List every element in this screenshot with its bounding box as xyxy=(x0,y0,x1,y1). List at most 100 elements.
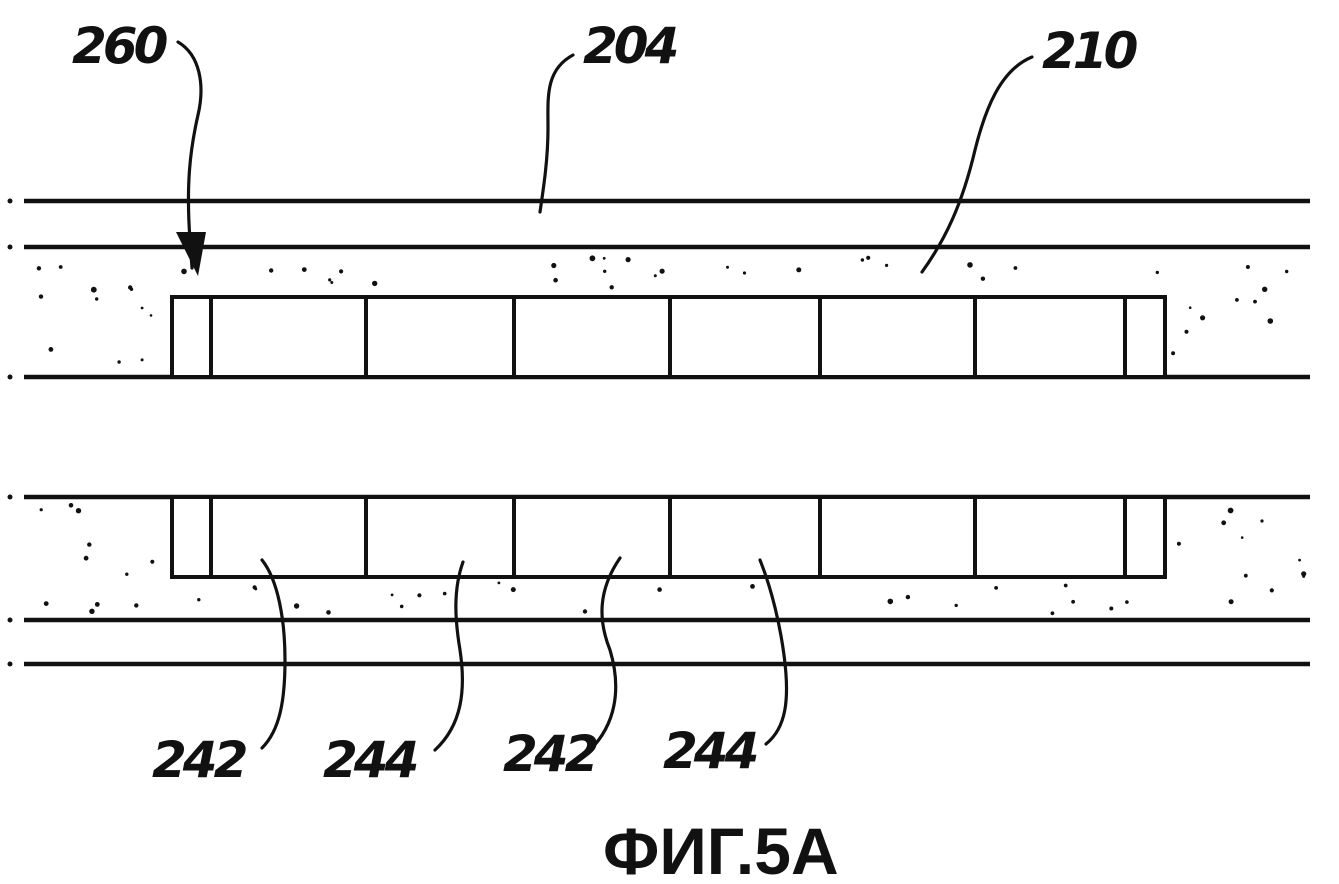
speck xyxy=(68,503,74,508)
speck xyxy=(301,267,307,272)
speck xyxy=(1285,269,1289,274)
speck xyxy=(497,581,501,585)
speck xyxy=(551,262,557,269)
speck xyxy=(1302,574,1306,578)
speck xyxy=(589,255,596,262)
speck xyxy=(657,587,662,592)
speck xyxy=(553,277,558,283)
speck xyxy=(293,603,300,609)
speck xyxy=(1109,606,1114,611)
arrowhead-260 xyxy=(176,232,206,276)
leader-210 xyxy=(920,55,1034,274)
speck xyxy=(43,601,49,606)
speck xyxy=(254,587,258,591)
leader-244-b xyxy=(758,558,789,746)
ref-label-244-a: 244 xyxy=(323,731,417,789)
speck xyxy=(796,267,802,273)
speck xyxy=(609,285,614,290)
speck xyxy=(1301,571,1307,577)
leader-204 xyxy=(538,53,575,214)
speck xyxy=(1235,298,1239,302)
figure-caption: ФИГ.5A xyxy=(603,814,839,884)
speck xyxy=(140,358,144,362)
speck xyxy=(372,280,378,287)
speck xyxy=(1298,558,1301,562)
leader-260 xyxy=(176,40,203,270)
speck xyxy=(1260,519,1264,523)
speck xyxy=(1253,299,1257,304)
speck xyxy=(887,598,894,605)
speck xyxy=(75,508,82,514)
speck xyxy=(1228,599,1234,605)
speck xyxy=(954,603,958,608)
speck xyxy=(1200,315,1206,321)
speck xyxy=(750,584,755,589)
speck xyxy=(625,257,631,263)
speck xyxy=(339,269,344,274)
ref-label-260: 260 xyxy=(72,17,168,75)
speck xyxy=(129,287,134,291)
speck xyxy=(125,572,129,576)
ref-label-210: 210 xyxy=(1042,22,1138,80)
speck xyxy=(48,347,54,352)
speck xyxy=(117,360,121,364)
speck xyxy=(38,294,44,299)
speck xyxy=(1013,266,1018,270)
speck xyxy=(58,265,63,269)
leader-242-b xyxy=(588,556,622,752)
speck xyxy=(1245,265,1250,269)
speck xyxy=(1267,318,1274,324)
speckle-fill xyxy=(36,255,1307,616)
speck xyxy=(582,609,588,614)
speck xyxy=(87,542,92,547)
edge-break-dots xyxy=(7,198,13,667)
speck xyxy=(1184,329,1189,334)
speck xyxy=(1125,600,1129,604)
speck xyxy=(1155,270,1160,275)
speck xyxy=(885,263,889,267)
speck xyxy=(905,594,911,600)
speck xyxy=(602,256,606,260)
speck xyxy=(1171,351,1176,356)
leader-242-a xyxy=(260,558,287,750)
speck xyxy=(653,274,657,278)
speck xyxy=(399,604,404,609)
speck xyxy=(442,591,447,596)
speck xyxy=(197,598,201,602)
speck xyxy=(1221,520,1227,526)
speck xyxy=(149,314,153,317)
speck xyxy=(36,266,42,271)
lower-segmented-element xyxy=(170,495,1167,579)
speck xyxy=(269,268,274,273)
speck xyxy=(328,278,332,282)
speck xyxy=(1243,573,1248,578)
speck xyxy=(994,586,998,590)
speck xyxy=(860,258,865,262)
speck xyxy=(326,610,331,615)
speck xyxy=(140,306,144,310)
speck xyxy=(134,603,139,608)
ref-label-204: 204 xyxy=(583,17,677,75)
ref-label-242-a: 242 xyxy=(152,731,246,789)
speck xyxy=(980,276,986,281)
upper-segmented-element xyxy=(170,295,1167,379)
speck xyxy=(866,255,871,260)
speck xyxy=(1262,286,1268,292)
speck xyxy=(390,593,394,597)
ref-label-242-b: 242 xyxy=(503,725,597,783)
speck xyxy=(726,265,729,269)
speck xyxy=(95,297,99,301)
speck xyxy=(83,555,89,561)
speck xyxy=(181,268,187,275)
speck xyxy=(1240,536,1244,539)
speck xyxy=(89,608,95,614)
speck xyxy=(1063,583,1068,588)
ref-label-244-b: 244 xyxy=(663,722,757,780)
speck xyxy=(1050,611,1055,616)
leader-244-a xyxy=(433,560,465,752)
speck xyxy=(94,602,100,607)
speck xyxy=(1176,541,1181,546)
speck xyxy=(603,269,607,273)
speck xyxy=(330,281,334,284)
